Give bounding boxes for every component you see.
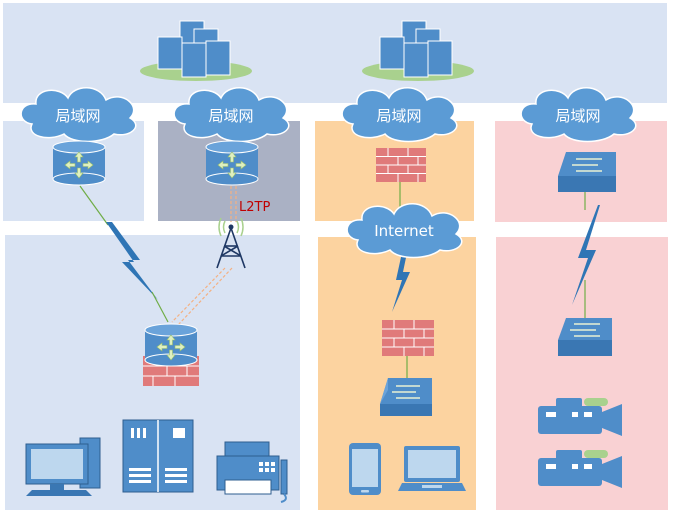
cloud-lan3: 局域网 bbox=[341, 86, 458, 143]
cell-tower-icon bbox=[216, 217, 246, 269]
switch-icon bbox=[558, 318, 612, 356]
firewall-icon bbox=[376, 148, 426, 182]
video-camera-icon bbox=[538, 450, 622, 488]
desktop-pc-icon bbox=[25, 437, 101, 496]
top-band bbox=[3, 3, 667, 103]
server-cluster-icon bbox=[140, 20, 252, 81]
router-icon bbox=[205, 140, 259, 186]
cloud-lan2: 局域网 bbox=[173, 86, 290, 143]
laptop-icon bbox=[398, 446, 466, 491]
switch-icon bbox=[380, 378, 432, 416]
video-camera-icon bbox=[538, 398, 622, 436]
tablet-icon bbox=[349, 443, 381, 495]
switch-icon bbox=[558, 152, 616, 192]
lightning-link-icon bbox=[392, 248, 410, 312]
cloud-label: 局域网 bbox=[208, 107, 253, 125]
cloud-label: 局域网 bbox=[555, 107, 600, 125]
router-firewall-icon bbox=[143, 323, 199, 386]
cloud-lan4: 局域网 bbox=[520, 86, 637, 143]
l2tp-label: L2TP bbox=[239, 200, 270, 215]
server-rack-icon bbox=[122, 419, 194, 493]
cloud-label: 局域网 bbox=[376, 107, 421, 125]
lightning-link-icon bbox=[572, 205, 600, 305]
router-icon bbox=[52, 140, 106, 186]
cloud-lan1: 局域网 bbox=[20, 86, 137, 143]
server-cluster-icon bbox=[362, 20, 474, 81]
cloud-internet: Internet bbox=[346, 202, 463, 259]
firewall-icon bbox=[382, 320, 434, 356]
lightning-link-icon bbox=[79, 185, 169, 323]
cloud-label: 局域网 bbox=[55, 107, 100, 125]
fax-machine-icon bbox=[216, 441, 288, 503]
cloud-label: Internet bbox=[374, 222, 434, 240]
